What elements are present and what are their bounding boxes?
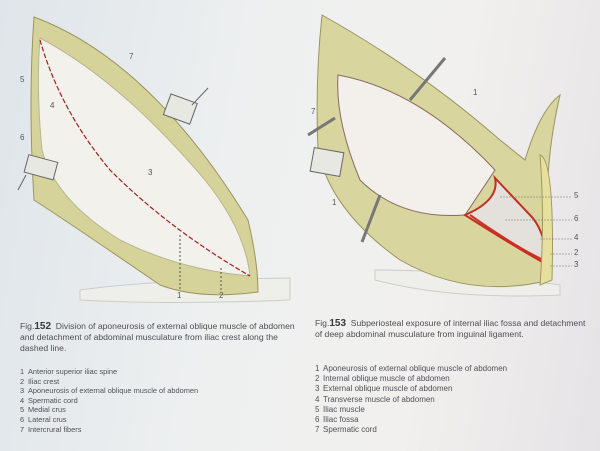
- fig153-label-7: 7: [311, 107, 316, 116]
- fig153-prefix: Fig.: [315, 318, 330, 328]
- fig152-caption-text: Division of aponeurosis of external obli…: [20, 321, 295, 353]
- fig153-label-1-left: 1: [332, 198, 337, 207]
- fig152-illustration: [17, 16, 291, 303]
- fig152-label-6: 6: [20, 133, 25, 142]
- fig152-label-4: 4: [50, 101, 55, 110]
- fig152-label-2: 2: [219, 291, 224, 300]
- fig153-number: 153: [329, 318, 347, 329]
- fig153-label-1-top: 1: [473, 88, 478, 97]
- fig153-label-5: 5: [574, 191, 579, 200]
- fig153-caption: Fig.153 Subperiosteal exposure of intern…: [315, 318, 587, 340]
- fig152-prefix: Fig.: [20, 321, 35, 331]
- fig153-caption-text: Subperiosteal exposure of internal iliac…: [315, 318, 586, 339]
- fig153-label-2: 2: [574, 248, 579, 257]
- anatomical-illustrations: [17, 14, 572, 303]
- fig152-label-3: 3: [148, 168, 153, 177]
- fig152-label-7: 7: [129, 52, 134, 61]
- fig152-label-1: 1: [177, 291, 182, 300]
- fig153-label-4: 4: [574, 233, 579, 242]
- fig153-label-3: 3: [574, 260, 579, 269]
- fig153-label-6: 6: [574, 214, 579, 223]
- fig152-caption: Fig.152 Division of aponeurosis of exter…: [20, 321, 302, 354]
- fig152-number: 152: [34, 321, 52, 332]
- fig153-illustration: [307, 14, 572, 297]
- fig152-label-5: 5: [20, 75, 25, 84]
